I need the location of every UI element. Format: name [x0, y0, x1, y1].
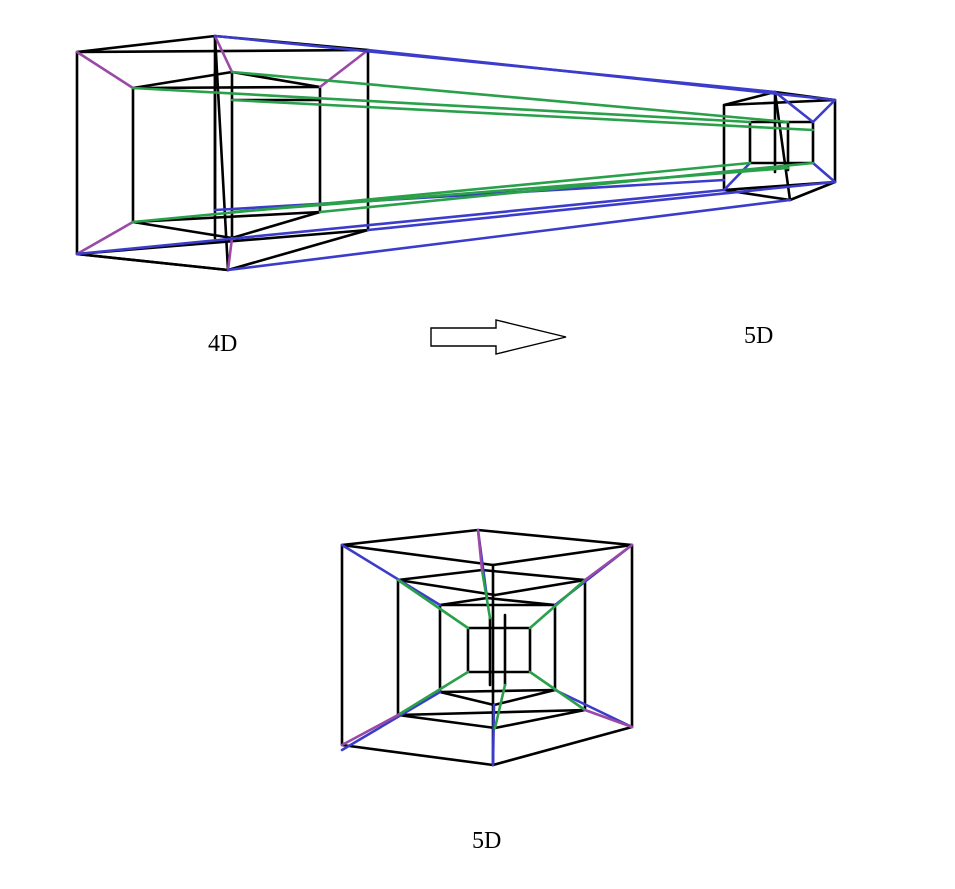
penteract-inner-face [438, 596, 557, 707]
blue-link [811, 161, 837, 184]
connector-edge [476, 528, 484, 572]
green-link [230, 98, 815, 132]
right-arrow [430, 319, 567, 355]
penteract-inner-box [438, 596, 557, 707]
blue-link [366, 180, 837, 232]
penteract-edge [493, 578, 587, 597]
connector-edge [226, 236, 234, 272]
inner-box-edge [131, 210, 322, 224]
inner-box-edge [131, 85, 322, 90]
small-box-edge [722, 98, 837, 107]
connector-edge [583, 708, 634, 729]
penteract-edge [438, 688, 557, 694]
green-link [528, 578, 587, 630]
green-link [131, 86, 752, 124]
green-link [493, 683, 507, 730]
blue-link [366, 48, 837, 102]
inner-box-back-face [230, 70, 322, 240]
label-5d-top: 5D [744, 323, 774, 349]
penteract-purple-edges [340, 528, 634, 747]
blue-link [811, 98, 837, 124]
blue-link [340, 543, 442, 607]
green-link [318, 161, 815, 214]
connector-edge [75, 50, 135, 90]
blue-link [213, 178, 726, 212]
label-5d-bottom: 5D [472, 828, 502, 854]
penteract-edge [396, 578, 497, 597]
blue-link [491, 703, 496, 767]
green-link [131, 161, 752, 224]
connector-edge [75, 220, 135, 256]
blue-link [340, 690, 442, 752]
blue-connecting-lines [75, 34, 837, 272]
connector-edge [340, 713, 400, 747]
blue-link [226, 198, 792, 272]
penteract-green-edges [396, 568, 587, 730]
green-link [396, 578, 470, 630]
penteract-projection [340, 528, 634, 767]
blue-link [722, 161, 752, 192]
green-link [396, 670, 470, 717]
connector-edge [583, 543, 634, 582]
penteract-edge [340, 543, 495, 567]
tesseract-to-penteract-projection [75, 34, 837, 272]
green-link [230, 70, 790, 124]
blue-link [773, 90, 815, 124]
outer-box-edge [75, 252, 230, 272]
outer-3d-box [75, 34, 370, 272]
connector-edge [213, 34, 234, 74]
penteract-core-face [466, 626, 532, 674]
green-link [528, 670, 587, 712]
green-link [480, 568, 492, 620]
label-4d: 4D [208, 331, 238, 357]
small-box-front-face [722, 90, 792, 202]
penteract-edge [491, 543, 634, 567]
penteract-outer-box [340, 528, 634, 767]
arrow-icon [430, 319, 567, 355]
penteract-core-box [466, 613, 532, 687]
green-connecting-lines [131, 70, 815, 224]
blue-link [553, 688, 634, 729]
penteract-edge [396, 708, 587, 717]
blue-link [75, 188, 726, 256]
